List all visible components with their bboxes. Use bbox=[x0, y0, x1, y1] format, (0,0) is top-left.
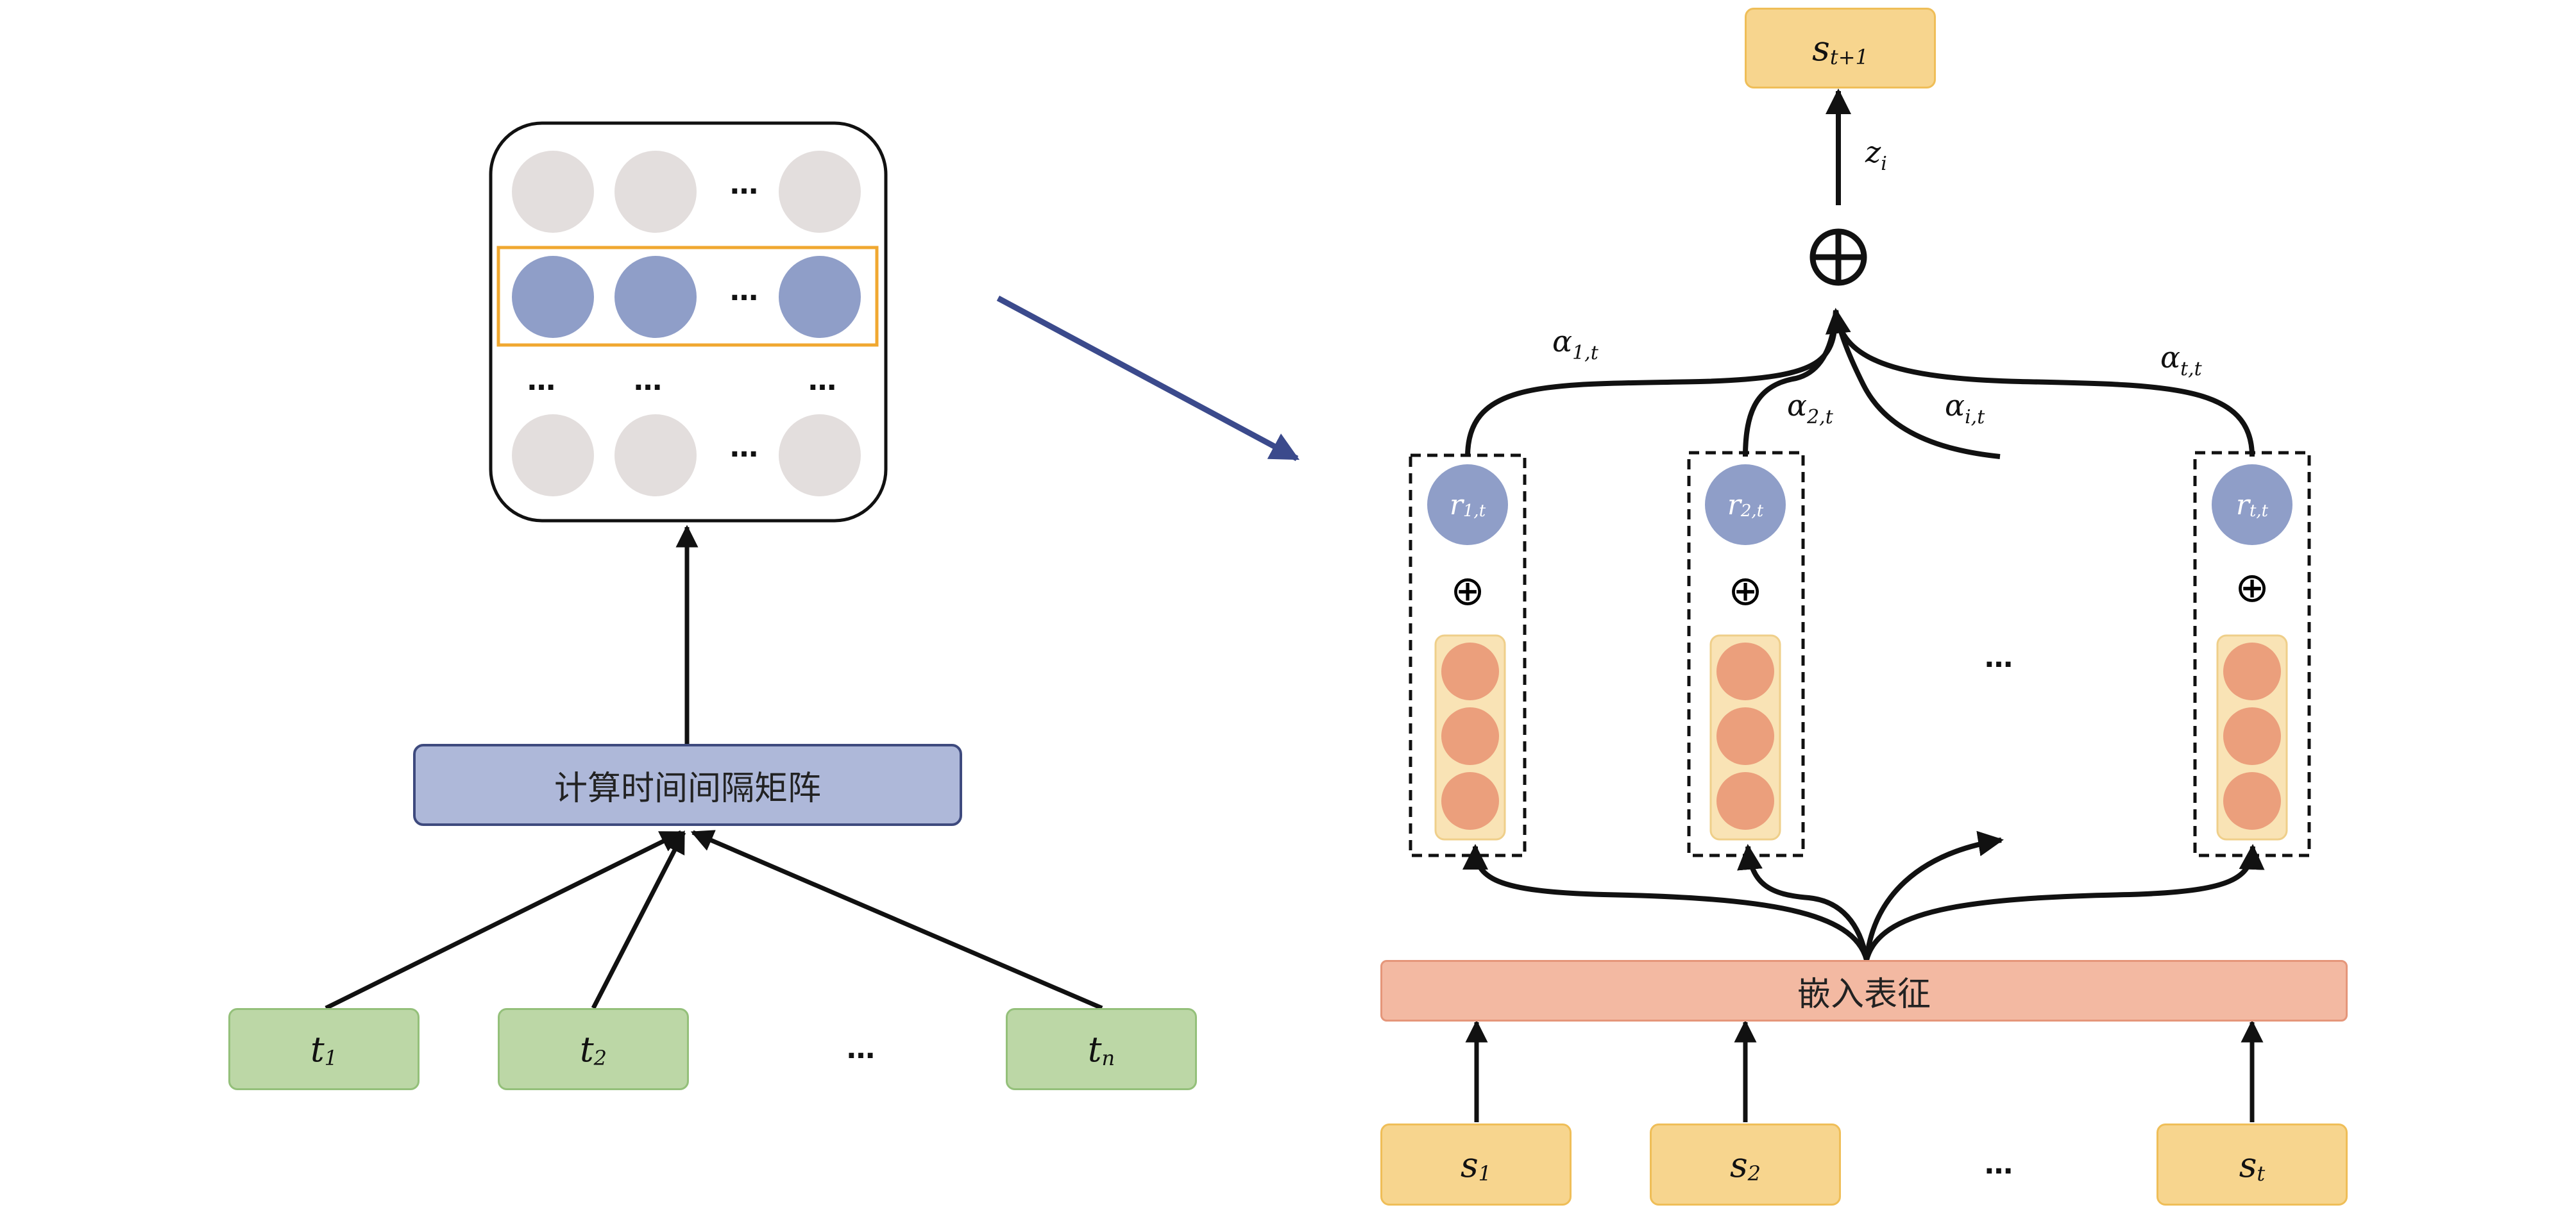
input-s-ellipsis: … bbox=[1985, 1148, 2014, 1181]
matrix-ellipsis: … bbox=[808, 364, 838, 397]
curve-alpha-2 bbox=[1743, 310, 1838, 457]
matrix-ellipsis: … bbox=[730, 431, 759, 464]
input-ellipsis: … bbox=[847, 1032, 876, 1065]
arrow-t2 bbox=[591, 830, 686, 1009]
embed-dot bbox=[2223, 707, 2281, 765]
compute-box-label: 计算时间间隔矩阵 bbox=[554, 769, 821, 808]
embed-dot bbox=[2223, 643, 2281, 700]
matrix-cell-highlight bbox=[614, 256, 697, 338]
curve-embed-to-mid bbox=[1864, 830, 2004, 961]
matrix-ellipsis: … bbox=[634, 364, 663, 397]
r-node-3 bbox=[2212, 464, 2292, 545]
input-t2-var: t bbox=[579, 1029, 594, 1070]
s1-var: s bbox=[1460, 1144, 1479, 1185]
alpha-1-var: α bbox=[1552, 324, 1573, 358]
oplus-icon: ⊕ bbox=[1728, 568, 1763, 615]
arrow-t1 bbox=[325, 830, 684, 1011]
compute-interval-matrix-box: 计算时间间隔矩阵 bbox=[413, 744, 962, 826]
r3-var: r bbox=[2235, 488, 2250, 521]
output-sub: t+1 bbox=[1829, 45, 1868, 69]
s1-sub: 1 bbox=[1478, 1161, 1492, 1186]
matrix-cell-highlight bbox=[512, 256, 594, 338]
embed-dot bbox=[2223, 772, 2281, 830]
r1-sub: 1,t bbox=[1462, 501, 1486, 521]
blue-connector-arrow bbox=[996, 296, 1300, 461]
matrix-ellipsis: … bbox=[730, 274, 759, 307]
input-tn-var: t bbox=[1087, 1029, 1102, 1070]
alpha-1-sub: 1,t bbox=[1572, 342, 1598, 364]
matrix-cell bbox=[614, 414, 697, 496]
s2-var: s bbox=[1729, 1144, 1748, 1185]
matrix-cell bbox=[779, 151, 861, 233]
r2-var: r bbox=[1727, 488, 1741, 521]
matrix-cell bbox=[512, 414, 594, 496]
middle-ellipsis: … bbox=[1985, 641, 2014, 674]
r2-sub: 2,t bbox=[1740, 501, 1764, 521]
matrix-ellipsis: … bbox=[730, 168, 759, 201]
alpha-i-label: αi,t bbox=[1945, 388, 1985, 428]
embed-dot bbox=[1441, 643, 1499, 700]
st-var: s bbox=[2239, 1144, 2257, 1185]
r3-sub: t,t bbox=[2249, 501, 2269, 521]
alpha-1-label: α1,t bbox=[1552, 324, 1598, 364]
alpha-i-var: α bbox=[1945, 388, 1965, 423]
matrix-ellipsis: … bbox=[527, 364, 557, 397]
s2-sub: 2 bbox=[1747, 1161, 1761, 1186]
matrix-cell bbox=[512, 151, 594, 233]
input-tn-sub: n bbox=[1101, 1046, 1115, 1070]
input-t2-sub: 2 bbox=[593, 1046, 607, 1070]
alpha-t-label: αt,t bbox=[2160, 340, 2202, 380]
matrix-cell bbox=[614, 151, 697, 233]
curve-embed-to-col1 bbox=[1462, 844, 1869, 961]
output-var: s bbox=[1812, 28, 1830, 69]
alpha-2-var: α bbox=[1787, 388, 1808, 423]
r1-var: r bbox=[1449, 488, 1463, 521]
curve-alpha-i bbox=[1833, 310, 2001, 459]
r-node-2 bbox=[1705, 464, 1786, 545]
z-sub: i bbox=[1881, 153, 1887, 175]
input-t1-var: t bbox=[310, 1029, 325, 1070]
r-node-1 bbox=[1427, 464, 1508, 545]
alpha-t-sub: t,t bbox=[2180, 358, 2202, 380]
input-t1-sub: 1 bbox=[324, 1046, 338, 1070]
alpha-2-label: α2,t bbox=[1787, 388, 1833, 428]
alpha-i-sub: i,t bbox=[1965, 406, 1985, 428]
alpha-2-sub: 2,t bbox=[1807, 406, 1833, 428]
curve-alpha-t bbox=[1825, 308, 2255, 457]
matrix-cell bbox=[779, 414, 861, 496]
oplus-icon: ⊕ bbox=[1450, 568, 1485, 615]
embed-dot bbox=[1716, 643, 1774, 700]
embed-dot bbox=[1441, 707, 1499, 765]
curve-embed-to-col2 bbox=[1737, 844, 1869, 961]
matrix-panel bbox=[489, 121, 888, 523]
highlighted-row bbox=[496, 246, 879, 347]
z-label: zi bbox=[1865, 135, 1887, 175]
embed-dot bbox=[1441, 772, 1499, 830]
st-sub: t bbox=[2257, 1161, 2266, 1186]
embed-dot bbox=[1716, 772, 1774, 830]
z-var: z bbox=[1865, 135, 1881, 169]
arrow-tn bbox=[690, 830, 1103, 1011]
curve-embed-to-col3 bbox=[1864, 844, 2265, 961]
embedding-bar: 嵌入表征 bbox=[1380, 960, 2348, 1022]
alpha-t-var: α bbox=[2160, 340, 2181, 375]
matrix-cell-highlight bbox=[779, 256, 861, 338]
embed-dot bbox=[1716, 707, 1774, 765]
embedding-label: 嵌入表征 bbox=[1797, 975, 1931, 1014]
oplus-icon: ⊕ bbox=[2235, 564, 2269, 612]
